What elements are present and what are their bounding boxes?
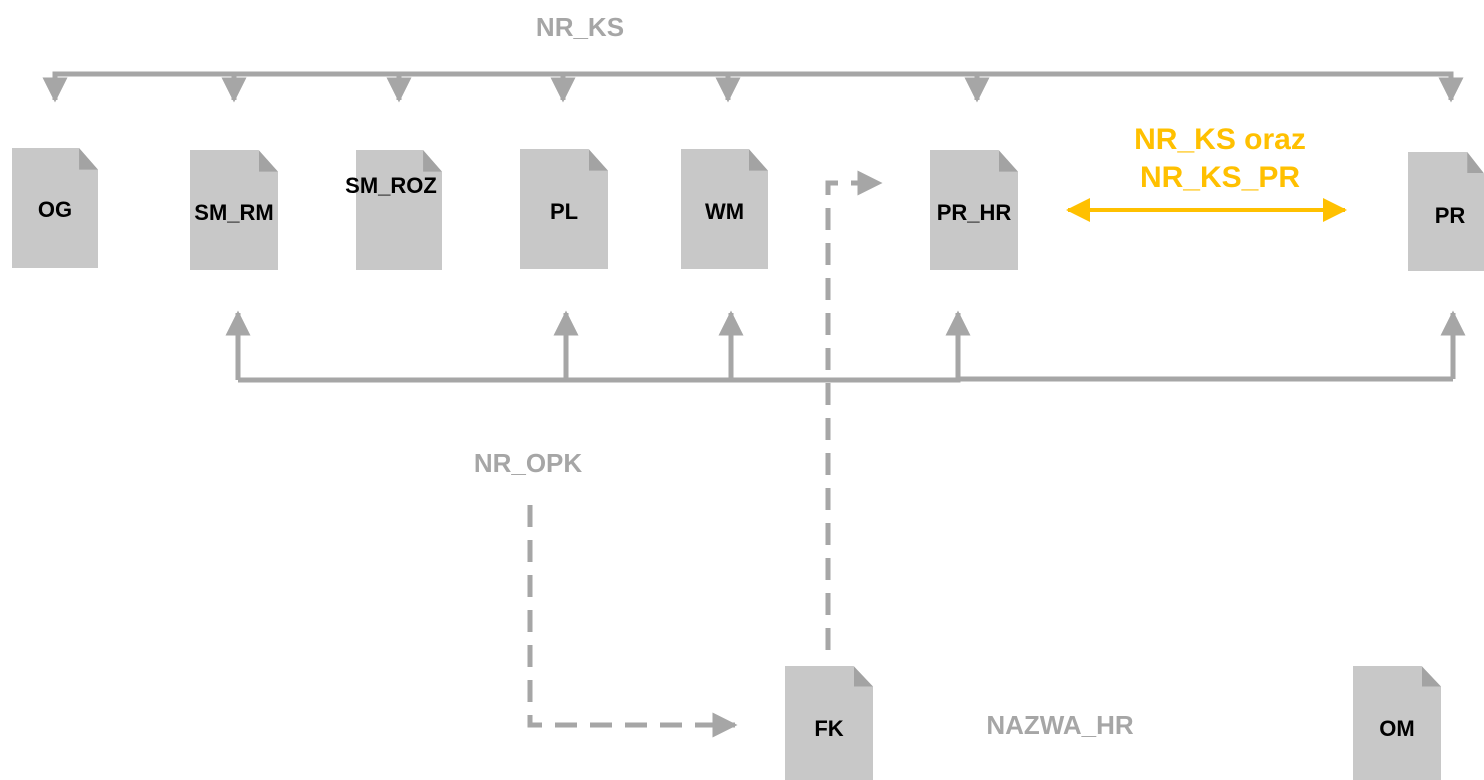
document-sm-rm <box>190 150 278 270</box>
document-wm-label: WM <box>704 199 745 224</box>
nr-opk-dashed-connector <box>527 505 738 738</box>
document-pr <box>1408 152 1484 271</box>
nr-opk-label: NR_OPK <box>473 448 583 478</box>
document-og-label: OG <box>37 197 73 222</box>
document-og <box>12 148 98 268</box>
nazwa-hr-dashed-connector <box>825 170 883 650</box>
nr-ks-label: NR_KS <box>535 12 625 42</box>
document-fk <box>785 666 873 780</box>
document-om-label: OM <box>1379 716 1415 741</box>
document-om <box>1353 666 1441 780</box>
nr-ks-oraz-label: NR_KS oraz NR_KS_PR <box>1100 121 1340 197</box>
bottom-return-connector <box>225 310 1466 383</box>
document-pl-label: PL <box>549 199 579 224</box>
document-pr-label: PR <box>1434 203 1466 228</box>
document-pr-hr-label: PR_HR <box>936 200 1012 225</box>
document-pr-hr <box>930 150 1018 270</box>
document-wm <box>681 149 768 269</box>
document-pl <box>520 149 608 269</box>
document-sm-roz <box>356 150 442 270</box>
document-fk-label: FK <box>814 716 844 741</box>
nr-ks-oraz-line2: NR_KS_PR <box>1139 161 1301 194</box>
nr-ks-top-connector <box>42 71 1464 103</box>
nr-ks-oraz-line1: NR_KS oraz <box>1134 123 1306 156</box>
document-sm-roz-label: SM_ROZ <box>345 173 437 198</box>
document-sm-rm-label: SM_RM <box>194 200 274 225</box>
nazwa-hr-label: NAZWA_HR <box>986 710 1134 740</box>
